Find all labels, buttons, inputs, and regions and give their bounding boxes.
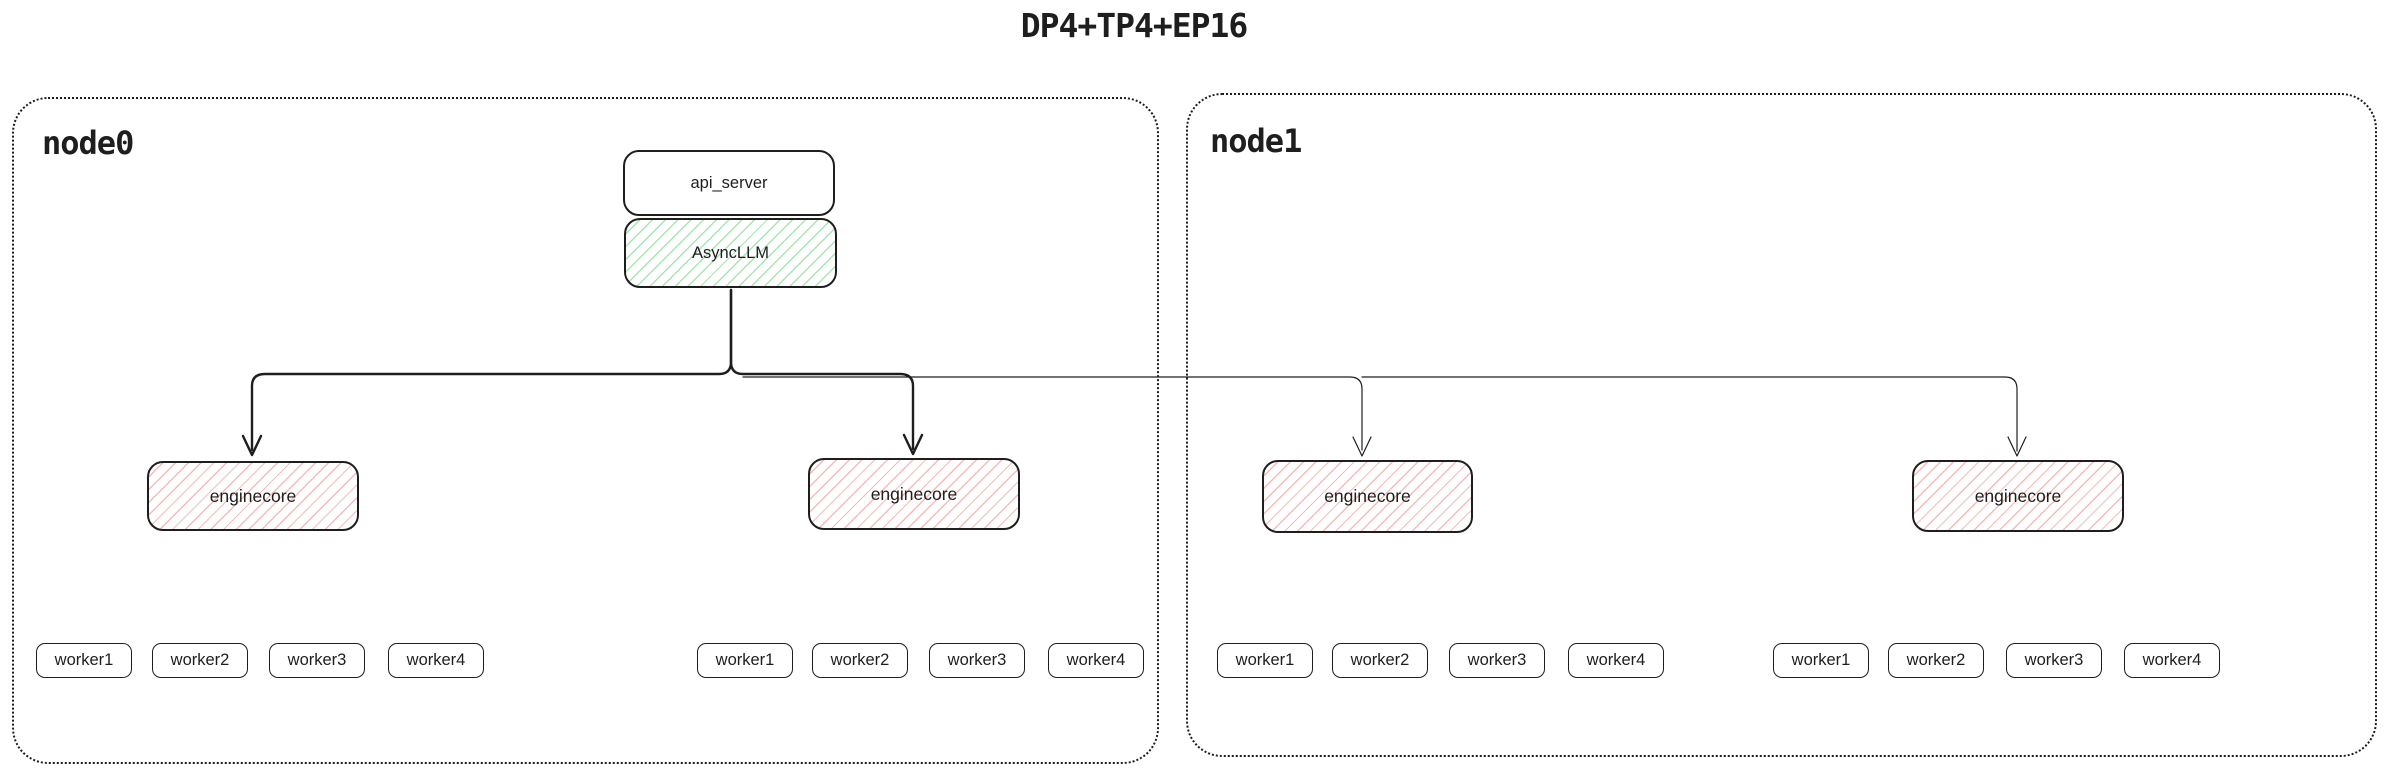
node1-ec1-worker-3: worker3 — [1449, 643, 1545, 678]
node1-enginecore-1-box: enginecore — [1262, 460, 1473, 533]
node1-ec2-worker-2: worker2 — [1888, 643, 1984, 678]
asyncllm-box: AsyncLLM — [624, 218, 837, 288]
node0-ec1-worker-1: worker1 — [36, 643, 132, 678]
node0-enginecore-2-box: enginecore — [808, 458, 1020, 530]
api-server-box: api_server — [623, 150, 835, 216]
node0-enginecore-1-box: enginecore — [147, 461, 359, 531]
node1-enginecore-2-box: enginecore — [1912, 460, 2124, 532]
node1-ec2-worker-1: worker1 — [1773, 643, 1869, 678]
node0-ec2-worker-4: worker4 — [1048, 643, 1144, 678]
node0-ec1-worker-2: worker2 — [152, 643, 248, 678]
node1-ec2-worker-4: worker4 — [2124, 643, 2220, 678]
enginecore-label: enginecore — [870, 483, 958, 504]
node0-ec2-worker-2: worker2 — [812, 643, 908, 678]
node0-ec2-worker-3: worker3 — [929, 643, 1025, 678]
enginecore-label: enginecore — [1974, 485, 2062, 506]
node1-ec1-worker-4: worker4 — [1568, 643, 1664, 678]
node1-ec1-worker-1: worker1 — [1217, 643, 1313, 678]
api-server-label: api_server — [690, 173, 768, 192]
node1-label: node1 — [1210, 122, 1302, 160]
diagram-title: DP4+TP4+EP16 — [1020, 6, 1248, 45]
node0-ec2-worker-1: worker1 — [697, 643, 793, 678]
node1-ec2-worker-3: worker3 — [2006, 643, 2102, 678]
node0-ec1-worker-4: worker4 — [388, 643, 484, 678]
node1-ec1-worker-2: worker2 — [1332, 643, 1428, 678]
enginecore-label: enginecore — [1324, 486, 1411, 506]
asyncllm-label: AsyncLLM — [691, 243, 770, 262]
node0-ec1-worker-3: worker3 — [269, 643, 365, 678]
enginecore-label: enginecore — [209, 485, 297, 506]
node0-label: node0 — [42, 124, 134, 162]
